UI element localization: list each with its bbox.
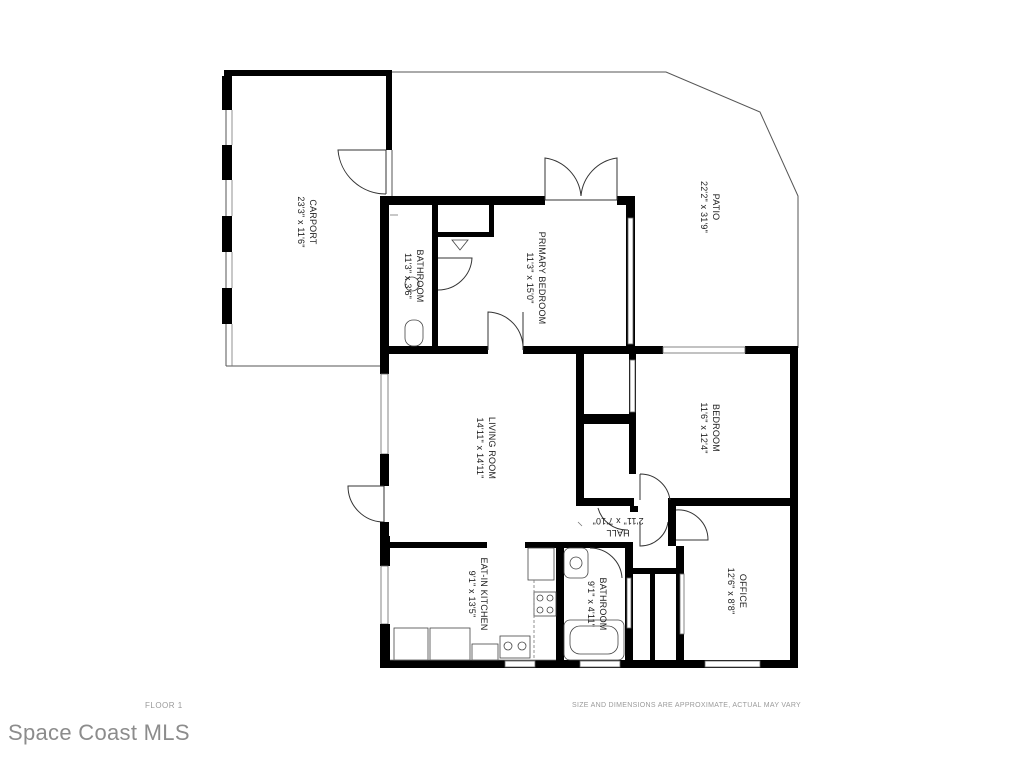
south-walls xyxy=(380,542,798,668)
patio-area xyxy=(391,71,799,348)
disclaimer-text: SIZE AND DIMENSIONS ARE APPROXIMATE, ACT… xyxy=(572,702,802,709)
office-dims: 12'6" x 8'8" xyxy=(726,568,736,615)
primary-bedroom-dims: 11'3" x 15'0" xyxy=(525,252,535,303)
living-room-dims: 14'11" x 14'11" xyxy=(475,417,485,478)
hall-dims: 2'11" x 7'10" xyxy=(592,516,643,526)
patio-dims: 22'2" x 31'9" xyxy=(699,181,709,233)
primary-suite-walls xyxy=(380,157,798,354)
carport-area xyxy=(222,70,392,367)
primary-bedroom-label: PRIMARY BEDROOM xyxy=(537,232,547,325)
carport-dims: 23'3" x 11'6" xyxy=(296,196,306,247)
hall-label: HALL xyxy=(606,528,629,538)
bedroom-dims: 11'6" x 12'4" xyxy=(699,402,709,453)
patio-label: PATIO xyxy=(711,194,721,221)
carport-label: CARPORT xyxy=(308,199,318,245)
kitchen-label: EAT-IN KITCHEN xyxy=(479,557,489,630)
office-label: OFFICE xyxy=(738,574,748,608)
brand-watermark: Space Coast MLS xyxy=(8,720,190,745)
living-room-label: LIVING ROOM xyxy=(487,417,497,479)
bedroom-label: BEDROOM xyxy=(711,404,721,452)
bathroom-1-label: BATHROOM xyxy=(415,250,425,303)
bathroom-2-label: BATHROOM xyxy=(598,578,608,631)
main-walls xyxy=(347,346,798,668)
floor-label: FLOOR 1 xyxy=(145,701,183,710)
kitchen-dims: 9'1" x 13'5" xyxy=(467,571,477,618)
bathroom-2-dims: 9'1" x 4'11" xyxy=(586,581,596,627)
bathroom-1-dims: 11'3" x 3'6" xyxy=(403,253,413,299)
